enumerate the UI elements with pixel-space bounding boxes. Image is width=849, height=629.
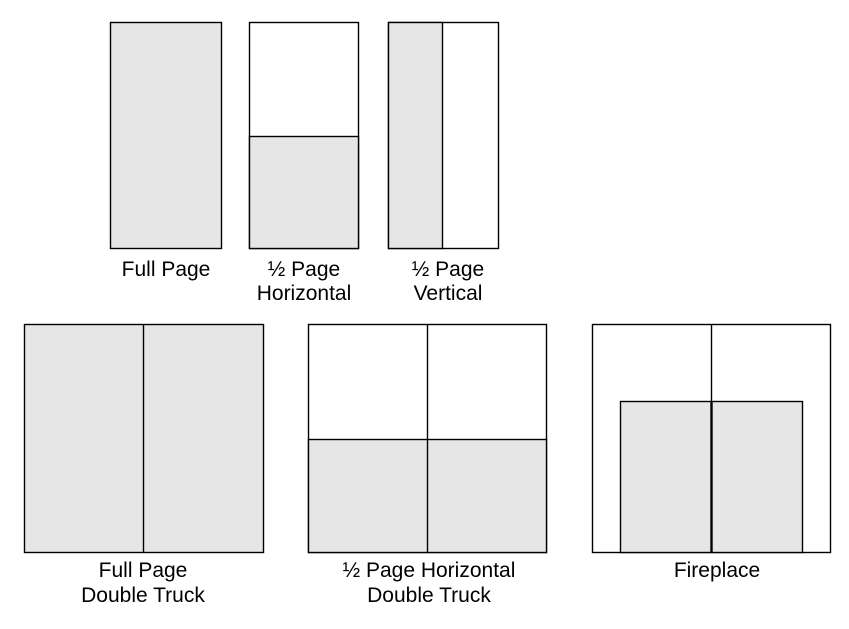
layout-half-page-horizontal: ½ Page Horizontal (248, 21, 360, 305)
layout-half-page-vertical: ½ Page Vertical (387, 21, 500, 305)
full-page-double-truck-label-line2: Double Truck (81, 584, 205, 607)
fireplace-label: Fireplace (674, 559, 760, 582)
half-page-horizontal-label-line1: ½ Page (268, 258, 340, 281)
half-page-horizontal-double-truck-label-line1: ½ Page Horizontal (343, 559, 516, 582)
half-page-horizontal-label-line2: Horizontal (257, 282, 352, 305)
half-page-vertical-label-line2: Vertical (414, 282, 483, 305)
layout-half-page-horizontal-double-truck: ½ Page Horizontal Double Truck (307, 323, 548, 607)
full-page-double-truck-label-line1: Full Page (99, 559, 188, 582)
layout-full-page-double-truck: Full Page Double Truck (23, 323, 265, 607)
half-page-vertical-label-line1: ½ Page (412, 258, 484, 281)
half-page-vertical-ad-area (387, 21, 444, 250)
half-page-horizontal-ad-area (248, 135, 360, 250)
layout-fireplace: Fireplace (591, 323, 832, 582)
layout-full-page: Full Page (109, 21, 223, 281)
full-page-label: Full Page (122, 258, 211, 281)
full-page-ad-area (109, 21, 223, 250)
half-page-horizontal-double-truck-label-line2: Double Truck (367, 584, 491, 607)
